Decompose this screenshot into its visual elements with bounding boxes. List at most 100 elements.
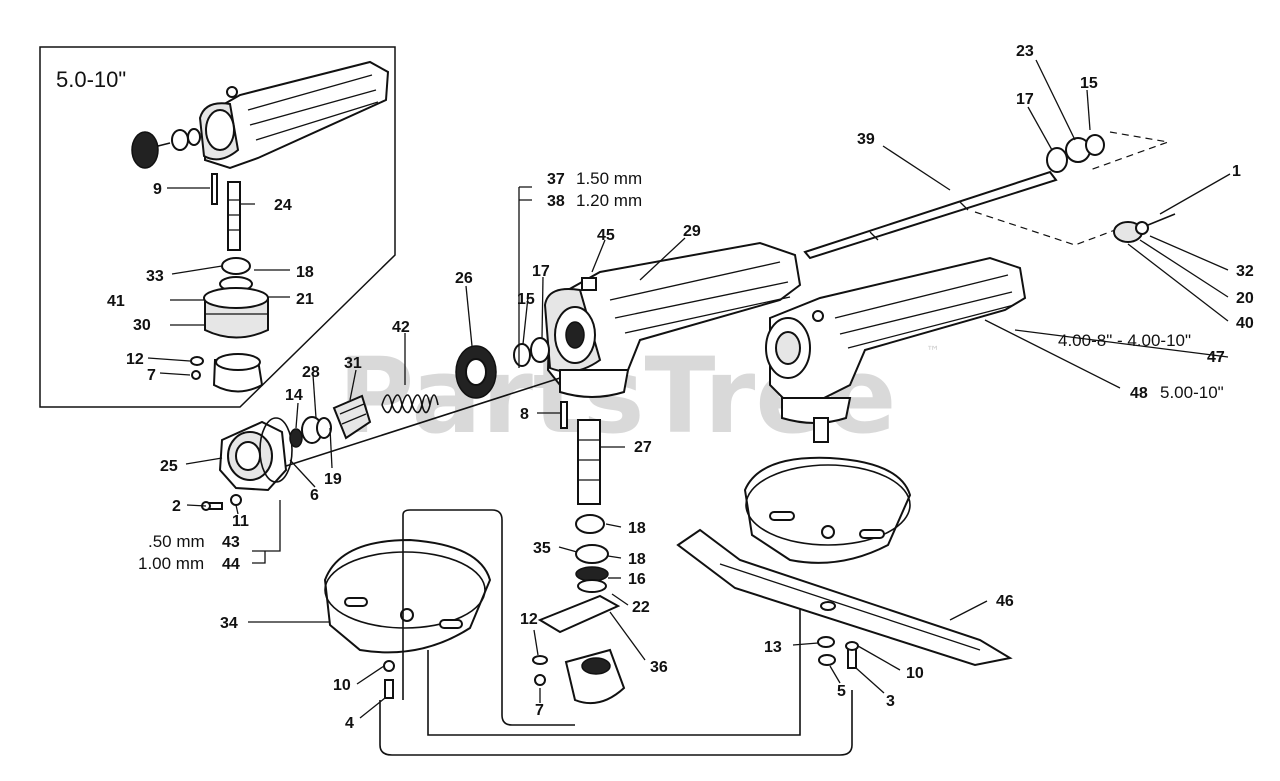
callout-7-inset: 7 [147,367,156,384]
callout-10-left: 10 [333,677,351,694]
note-44: 1.00 mm [138,554,204,573]
callout-12-inset: 12 [126,351,144,368]
callout-30: 30 [133,317,151,334]
spec-notes: 1.50 mm 1.20 mm .50 mm 1.00 mm 4.00-8" -… [138,169,1224,573]
callout-27: 27 [634,439,652,456]
gasket-6 [259,417,293,483]
inset-pin [211,173,218,205]
callout-8: 8 [520,406,529,423]
bolt-4 [383,660,395,699]
callout-32: 32 [1236,263,1254,280]
callout-23: 23 [1016,43,1034,60]
callout-35: 35 [533,540,551,557]
callout-9: 9 [153,181,162,198]
callout-41: 41 [107,293,125,310]
callout-21: 21 [296,291,314,308]
callout-42: 42 [392,319,410,336]
callout-26: 26 [455,270,473,287]
bearing-14 [289,428,303,448]
callout-40: 40 [1236,315,1254,332]
callout-44: 44 [222,556,240,573]
callout-45: 45 [597,227,615,244]
callout-18-inset: 18 [296,264,314,281]
inset-bearing-stack [203,257,269,339]
inset-bevel-gear [131,128,201,169]
note-43: .50 mm [148,532,205,551]
callout-14: 14 [285,387,303,404]
inset-gear-housing [198,60,390,170]
callout-2: 2 [172,498,181,515]
blade-46 [676,528,1013,667]
inset-washer-bolt [190,356,204,380]
callout-28: 28 [302,364,320,381]
blade-holder-right [743,456,912,564]
note-48: 5.00-10" [1160,383,1224,402]
callout-5: 5 [837,683,846,700]
gear-28 [301,416,332,444]
callout-16: 16 [628,571,646,588]
callout-24: 24 [274,197,292,214]
callout-33: 33 [146,268,164,285]
shaft-27 [577,419,601,505]
callout-39: 39 [857,131,875,148]
callout-20: 20 [1236,290,1254,307]
callout-17-left: 17 [532,263,550,280]
callout-47: 47 [1207,349,1225,366]
callout-48: 48 [1130,385,1148,402]
callout-18-a: 18 [628,520,646,537]
callout-19: 19 [324,471,342,488]
inset-panel: 5.0-10" [39,46,396,408]
callout-3: 3 [886,693,895,710]
callout-labels: 1 2 3 4 5 6 7 7 8 9 10 10 11 12 12 13 14… [107,43,1254,732]
clutch-31 [332,394,372,440]
callout-34: 34 [220,615,238,632]
inset-shaft [227,181,241,251]
bearings-15-17 [513,337,550,367]
callout-38: 38 [547,193,565,210]
cap-45 [581,277,597,291]
plate-36 [537,594,621,634]
coupler-right [1113,213,1176,243]
callout-37: 37 [547,171,565,188]
bearing-stack-center [575,514,609,593]
callout-29: 29 [683,223,701,240]
watermark-trademark: ™ [926,344,940,360]
callout-15-right: 15 [1080,75,1098,92]
callout-11: 11 [232,513,249,530]
gear-26 [455,345,497,399]
callout-6: 6 [310,487,319,504]
callout-17-right: 17 [1016,91,1034,108]
blade-holder-34 [323,538,492,654]
note-47: 4.00-8" - 4.00-10" [1058,331,1191,350]
callout-25: 25 [160,458,178,475]
washers-12-7 [532,655,548,686]
washer-11 [230,494,242,506]
callout-1: 1 [1232,163,1241,180]
note-38: 1.20 mm [576,191,642,210]
cover-25 [218,420,288,492]
gear-housing-secondary [765,256,1027,443]
callout-13: 13 [764,639,782,656]
inset-flange [212,353,264,393]
leader-lines [185,59,1231,719]
flange-center [564,648,626,704]
screw-2 [201,501,223,511]
pin-8 [560,401,568,429]
callout-46: 46 [996,593,1014,610]
callout-4: 4 [345,715,354,732]
callout-36: 36 [650,659,668,676]
note-37: 1.50 mm [576,169,642,188]
drive-shaft-39 [803,170,1058,260]
washers-13-5 [817,636,836,666]
callout-18-b: 18 [628,551,646,568]
callout-10-right: 10 [906,665,924,682]
screw-3 [845,641,859,669]
callout-22: 22 [632,599,650,616]
callout-15-left: 15 [517,291,535,308]
callout-43: 43 [222,534,240,551]
callout-7-center: 7 [535,702,544,719]
callout-31: 31 [344,355,362,372]
coupler-upper [974,131,1171,246]
spring-42 [381,394,439,414]
